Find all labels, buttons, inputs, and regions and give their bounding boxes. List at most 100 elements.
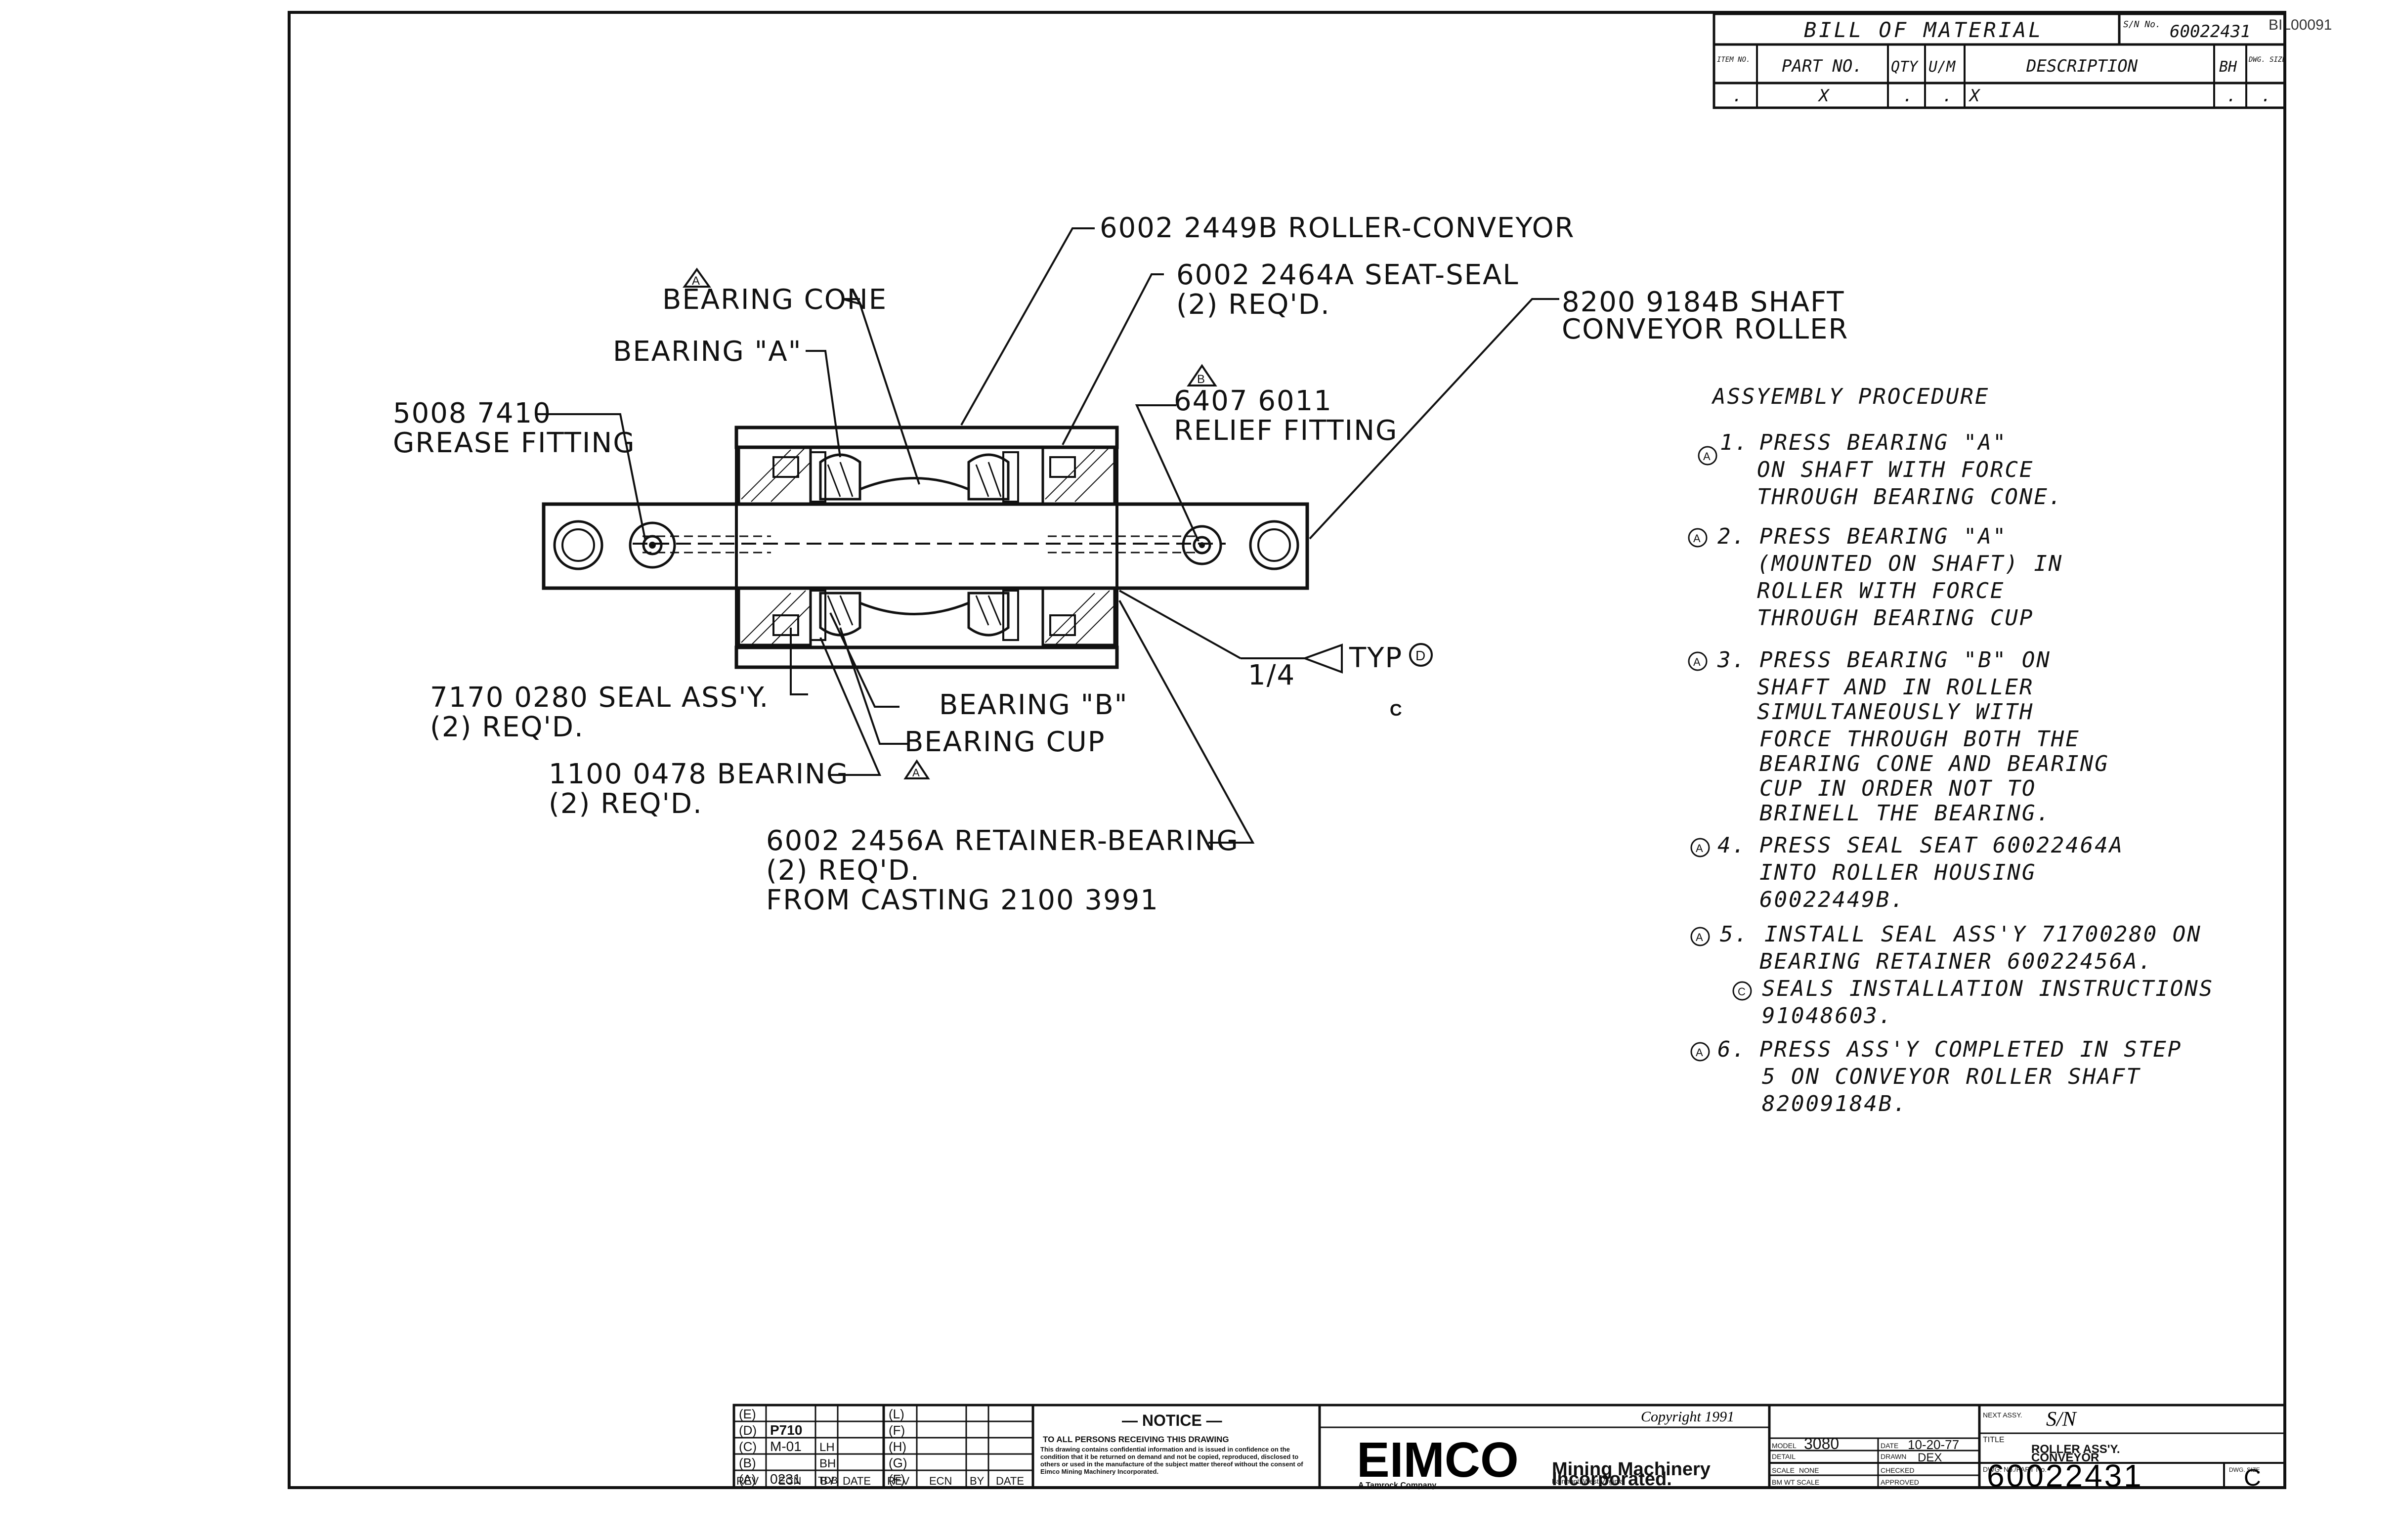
- conveyor-shaft: [542, 502, 1309, 590]
- bearing-a-bottom: [810, 590, 861, 641]
- weld-mark-d: D: [1409, 643, 1433, 667]
- step-2-line: ROLLER WITH FORCE: [1757, 578, 2005, 603]
- callout-bearing-1100-1: 1100 0478 BEARING: [549, 758, 849, 790]
- drawing-size: C: [2244, 1465, 2261, 1491]
- step-3-mark: A: [1693, 656, 1701, 668]
- retainer-left-bottom: [737, 587, 812, 646]
- roller-assembly-section: [542, 426, 1309, 669]
- step-6-line: 82009184B.: [1762, 1091, 1908, 1116]
- company-name-2: Incorporated.: [1552, 1469, 1672, 1490]
- svg-text:BM WT SCALE: BM WT SCALE: [1772, 1478, 1819, 1486]
- callout-bearing-cone: BEARING CONE: [662, 284, 887, 316]
- callout-bearing-1100-2: (2) REQ'D.: [549, 788, 703, 820]
- bom-cell: .: [2227, 86, 2236, 106]
- rev-letter-right: (F): [889, 1423, 905, 1438]
- bom-sn-value: 60022431: [2170, 22, 2251, 42]
- rev-ecn: M-01: [770, 1439, 802, 1454]
- notice-block: — NOTICE — TO ALL PERSONS RECEIVING THIS…: [1031, 1404, 1321, 1489]
- svg-text:A: A: [912, 767, 920, 779]
- rev-letter: (E): [739, 1407, 756, 1421]
- step-3-line: PRESS BEARING "B" ON: [1759, 647, 2051, 673]
- leader-lines: [536, 227, 1559, 844]
- company-address: Fairmont, West Virginia: [1552, 1477, 1624, 1485]
- notice-body: This drawing contains confidential infor…: [1040, 1446, 1303, 1475]
- callout-shaft-2: CONVEYOR ROLLER: [1562, 313, 1848, 345]
- rev-triangle-b-relief: B: [1187, 364, 1217, 386]
- svg-text:NEXT ASSY.: NEXT ASSY.: [1983, 1411, 2022, 1419]
- svg-text:APPROVED: APPROVED: [1881, 1478, 1919, 1486]
- drawing-info: MODEL 3080 DATE 10-20-77 DETAIL DRAWN DE…: [1768, 1435, 1980, 1489]
- step-3-line: SHAFT AND IN ROLLER: [1757, 675, 2034, 700]
- retainer-right-bottom: [1041, 587, 1116, 646]
- step-4-num: 4.: [1717, 833, 1747, 858]
- bom-cell: .: [2261, 86, 2271, 106]
- retainer-right-top: [1041, 446, 1116, 506]
- step-2-line: PRESS BEARING "A": [1759, 524, 2007, 549]
- svg-text:DETAIL: DETAIL: [1772, 1453, 1796, 1460]
- callout-shaft-1: 8200 9184B SHAFT: [1562, 286, 1844, 318]
- svg-text:D: D: [1415, 648, 1425, 663]
- svg-text:MODEL: MODEL: [1772, 1442, 1797, 1450]
- callout-grease-2: GREASE FITTING: [393, 427, 636, 459]
- step-1-line: THROUGH BEARING CONE.: [1757, 484, 2063, 510]
- svg-text:DATE: DATE: [996, 1475, 1024, 1487]
- svg-text:REV: REV: [887, 1475, 910, 1487]
- step-1-line: PRESS BEARING "A": [1759, 430, 2007, 455]
- rev-letter: (A): [739, 1472, 756, 1487]
- rev-letter-right: (G): [889, 1455, 907, 1470]
- svg-text:BY: BY: [820, 1475, 835, 1487]
- step-6-num: 6.: [1717, 1037, 1747, 1062]
- step-4-line: PRESS SEAL SEAT 60022464A: [1759, 833, 2124, 858]
- step-5-line: INSTALL SEAL ASS'Y 71700280 ON: [1764, 922, 2202, 947]
- svg-text:REV: REV: [736, 1475, 759, 1487]
- notice-title: — NOTICE —: [1122, 1412, 1222, 1429]
- step-1-num: 1.: [1720, 430, 1749, 455]
- svg-text:DRAWN: DRAWN: [1881, 1453, 1906, 1460]
- bearing-a-top: [810, 451, 861, 503]
- step-3-line: BRINELL THE BEARING.: [1759, 801, 2051, 826]
- step-4-line: INTO ROLLER HOUSING: [1759, 860, 2036, 885]
- drawn-value: DEX: [1918, 1451, 1942, 1464]
- bom-header-item: ITEM NO.: [1717, 56, 1750, 64]
- bearing-b-bottom: [967, 590, 1019, 641]
- svg-text:SCALE: SCALE: [1772, 1466, 1795, 1474]
- procedure-title: ASSYEMBLY PROCEDURE: [1711, 384, 1989, 409]
- step-3-line: SIMULTANEOUSLY WITH: [1757, 699, 2034, 725]
- logo-tagline: A Tamrock Company: [1358, 1481, 1436, 1490]
- callout-bearing-b: BEARING "B": [939, 689, 1128, 721]
- title-line-2: CONVEYOR: [2031, 1451, 2099, 1464]
- drawing-number: 60022431: [1987, 1458, 2143, 1494]
- bom-header-bh: BH: [2219, 58, 2237, 76]
- sheet-id: BIL00091: [2269, 17, 2332, 33]
- step-4-mark: A: [1696, 842, 1703, 855]
- note-c-line: SEALS INSTALLATION INSTRUCTIONS: [1762, 976, 2214, 1001]
- shaft-end-left: [553, 520, 603, 570]
- bom-cell: X: [1817, 86, 1830, 106]
- svg-text:ECN: ECN: [929, 1475, 952, 1487]
- retainer-left-top: [737, 446, 812, 506]
- copyright: Copyright 1991: [1641, 1409, 1734, 1425]
- callout-seal-assy-2: (2) REQ'D.: [430, 711, 584, 743]
- rev-letter-right: (H): [889, 1439, 906, 1454]
- callout-seal-assy-1: 7170 0280 SEAL ASS'Y.: [430, 682, 769, 714]
- step-5-mark: A: [1696, 931, 1703, 943]
- callout-retainer-1: 6002 2456A RETAINER-BEARING: [766, 825, 1239, 857]
- eimco-logo: EIMCO: [1357, 1432, 1519, 1488]
- step-3-line: BEARING CONE AND BEARING: [1759, 751, 2109, 776]
- company-block: Copyright 1991 EIMCO A Tamrock Company M…: [1318, 1404, 1771, 1490]
- svg-text:DWG. SIZE: DWG. SIZE: [2229, 1466, 2260, 1473]
- rev-triangle-a-bearing-cone: A: [683, 267, 711, 288]
- bom-title: BILL OF MATERIAL: [1804, 18, 2044, 42]
- mark-c: C: [1390, 701, 1402, 720]
- step-1-line: ON SHAFT WITH FORCE: [1757, 457, 2034, 482]
- notice-lead: TO ALL PERSONS RECEIVING THIS DRAWING: [1043, 1435, 1229, 1444]
- svg-text:A: A: [692, 274, 700, 288]
- date-value: 10-20-77: [1908, 1437, 1959, 1452]
- bom-cell: X: [1968, 86, 1981, 106]
- callout-retainer-3: FROM CASTING 2100 3991: [766, 884, 1159, 916]
- bom-header-description: DESCRIPTION: [2026, 56, 2138, 76]
- step-2-num: 2.: [1717, 524, 1747, 549]
- step-6-line: PRESS ASS'Y COMPLETED IN STEP: [1759, 1037, 2182, 1062]
- note-c-line: 91048603.: [1762, 1003, 1893, 1028]
